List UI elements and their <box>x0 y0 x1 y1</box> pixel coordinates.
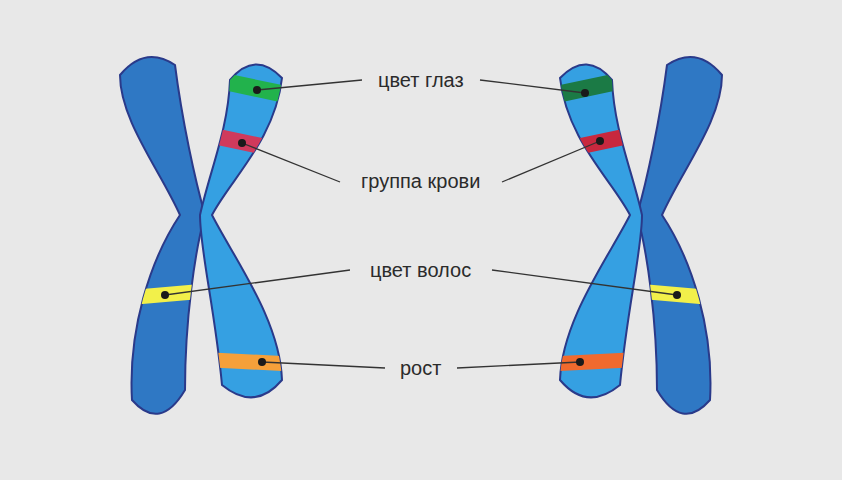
leader-line <box>257 80 362 90</box>
leader-dot <box>258 358 266 366</box>
gene-band <box>542 352 643 372</box>
leader-dot <box>161 291 169 299</box>
gene-band <box>110 283 211 307</box>
leader-dots <box>161 86 681 366</box>
leader-dot <box>673 291 681 299</box>
gene-band <box>214 71 301 105</box>
leader-dot <box>581 89 589 97</box>
gene-band <box>632 283 733 307</box>
leader-dot <box>238 139 246 147</box>
leader-line <box>502 141 600 182</box>
leader-line <box>492 270 677 295</box>
chromatid <box>637 57 722 414</box>
gene-label: рост <box>397 356 444 380</box>
leader-line <box>242 143 340 182</box>
gene-band <box>200 352 301 372</box>
left-chromosome <box>110 57 301 414</box>
chromatid <box>200 64 282 397</box>
leader-dot <box>253 86 261 94</box>
gene-label: цвет глаз <box>375 68 467 92</box>
leader-line <box>262 362 385 368</box>
gene-band <box>204 126 290 159</box>
leader-line <box>457 362 580 368</box>
chromatid <box>120 57 205 414</box>
chromatid <box>560 64 642 397</box>
gene-label: группа крови <box>358 169 483 193</box>
right-chromosome <box>541 57 732 414</box>
leader-dot <box>596 137 604 145</box>
gene-label: цвет волос <box>367 258 474 282</box>
leader-lines <box>165 80 677 368</box>
leader-dot <box>576 358 584 366</box>
leader-line <box>480 80 585 93</box>
leader-line <box>165 270 350 295</box>
